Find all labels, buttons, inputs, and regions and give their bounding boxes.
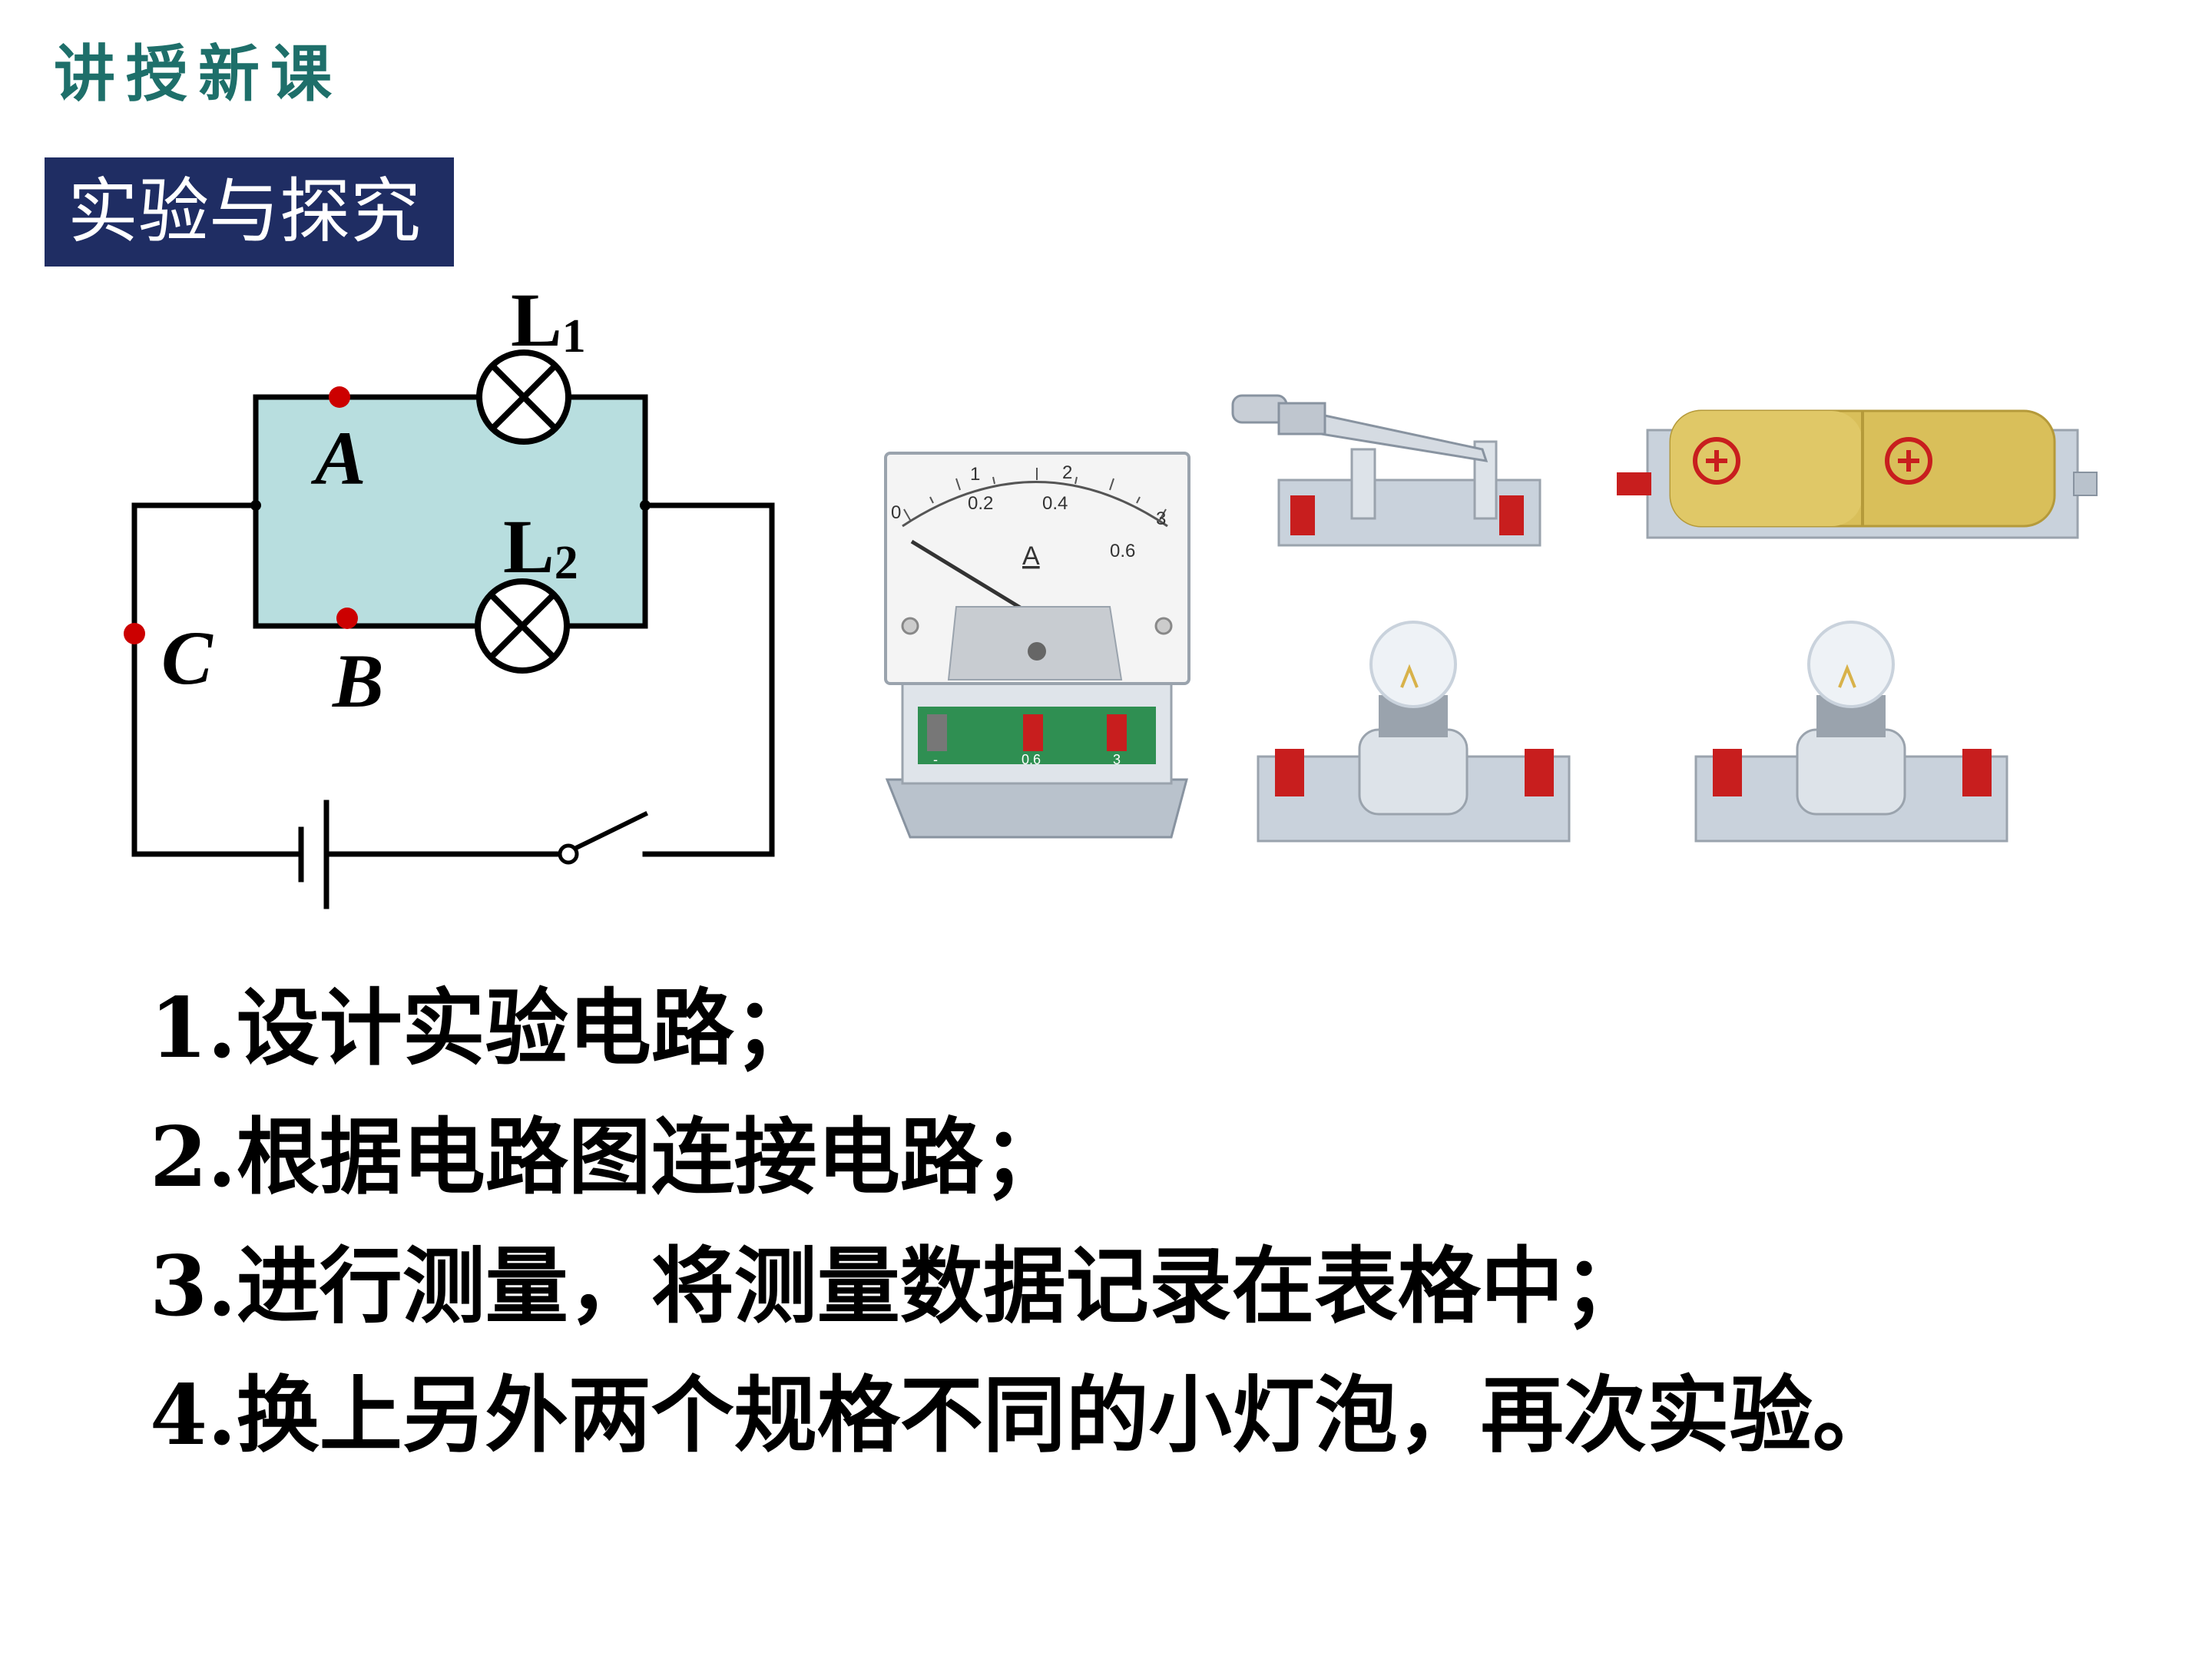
point-b-label: B (332, 638, 384, 724)
switch-pivot (558, 843, 579, 865)
scale-bottom-3: 0.6 (1110, 541, 1135, 561)
scale-bottom-2: 0.4 (1042, 493, 1068, 514)
scale-top-2: 2 (1062, 462, 1072, 483)
lamp-l1-label: L1 (511, 277, 586, 363)
lamp-l2-label: L2 (503, 504, 578, 589)
point-a-label: A (310, 416, 366, 501)
point-b-marker (336, 608, 358, 629)
scale-top-3: 3 (1156, 508, 1166, 529)
lamp-l1-symbol (476, 349, 571, 445)
banner-label: 实验与探究 (68, 171, 422, 253)
lamp-l2-symbol (475, 578, 570, 674)
section-banner: 实验与探究 (45, 157, 454, 267)
section-title: 讲授新课 (54, 38, 343, 110)
circuit-diagram: L1 L2 A B C (124, 277, 775, 909)
battery-illustration (1617, 409, 2098, 539)
ammeter-illustration: 0 1 2 3 0.2 0.4 0.6 A - 0.6 3 (884, 452, 1190, 839)
scale-top-1: 1 (970, 464, 980, 485)
terminal-06: 0.6 (1022, 752, 1041, 767)
switch-illustration (1231, 394, 1541, 547)
point-a-marker (329, 386, 350, 408)
terminal-neg: - (933, 752, 938, 767)
bulb-holder-2 (1694, 621, 2008, 843)
step-4: 4.换上另外两个规格不同的小灯泡，再次实验。 (150, 1367, 1896, 1464)
scale-top-0: 0 (891, 502, 901, 523)
terminal-3: 3 (1113, 752, 1121, 767)
scale-bottom-1: 0.2 (968, 493, 993, 514)
ammeter-unit: A (1022, 541, 1040, 571)
procedure-steps: 1.设计实验电路； 2.根据电路图连接电路； 3.进行测量，将测量数据记录在表格… (150, 964, 1896, 1480)
bulb-holder-1 (1257, 621, 1571, 843)
parallel-region (256, 397, 645, 626)
step-3: 3.进行测量，将测量数据记录在表格中； (150, 1238, 1647, 1335)
point-c-label: C (161, 615, 214, 700)
point-c-marker (124, 623, 145, 644)
step-1: 1.设计实验电路； (150, 980, 817, 1077)
step-2: 2.根据电路图连接电路； (150, 1109, 1066, 1206)
